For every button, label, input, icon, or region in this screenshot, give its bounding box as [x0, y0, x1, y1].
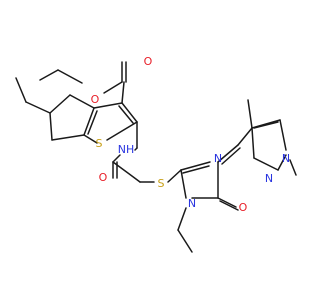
bond-line [112, 161, 141, 183]
bond-line [182, 165, 210, 174]
bond-line [121, 102, 138, 123]
bond-line [112, 154, 121, 163]
atom-n-pyrazole-1: N [265, 172, 273, 185]
atom-o-ester-ether: O [91, 93, 100, 106]
bond-line [277, 154, 287, 171]
bond-lines [15, 61, 297, 253]
bond-line [49, 94, 71, 114]
bond-line [83, 134, 98, 144]
atom-s-thioether: S [158, 177, 165, 190]
bond-line [253, 121, 279, 129]
bond-line [15, 77, 27, 103]
bond-line [167, 169, 182, 183]
bond-line [219, 200, 239, 211]
bond-line [87, 110, 98, 135]
bond-line [237, 127, 253, 146]
bond-line [177, 229, 193, 253]
bond-line [118, 105, 134, 124]
bond-line [103, 81, 123, 94]
atom-nh-amide: NH [118, 143, 135, 156]
bond-line [247, 99, 253, 129]
bond-line [25, 101, 51, 114]
bond-line [180, 169, 187, 199]
atom-s-thiophene: S [96, 137, 103, 150]
bond-line [39, 69, 59, 81]
atom-labels: O O S NH O S N N O N N [91, 55, 290, 214]
bond-line [134, 147, 138, 151]
bond-line [279, 119, 287, 151]
bond-line [83, 107, 95, 136]
bond-line [180, 161, 211, 171]
bond-line [51, 134, 85, 141]
bond-line [57, 69, 83, 84]
bond-line [177, 207, 187, 231]
bond-line [221, 147, 241, 165]
bond-line [289, 159, 297, 176]
bond-line [93, 102, 123, 109]
atom-o-imidazolone: O [239, 201, 248, 214]
bond-line [253, 157, 279, 171]
bond-line [251, 127, 255, 159]
atom-o-ester-carbonyl: O [144, 55, 153, 68]
chemical-structure-diagram: O O S NH O S N N O N N [15, 55, 297, 253]
atom-o-amide: O [99, 171, 108, 184]
bond-line [106, 121, 138, 141]
bond-line [69, 94, 95, 109]
bond-line [217, 197, 237, 208]
bond-line [121, 81, 125, 104]
atom-n-pyrazole-2: N [282, 152, 290, 165]
atom-n-imidazole-3: N [214, 152, 222, 165]
bond-line [49, 112, 53, 141]
atom-n-imidazole-1: N [188, 197, 196, 210]
bond-line [217, 144, 239, 163]
